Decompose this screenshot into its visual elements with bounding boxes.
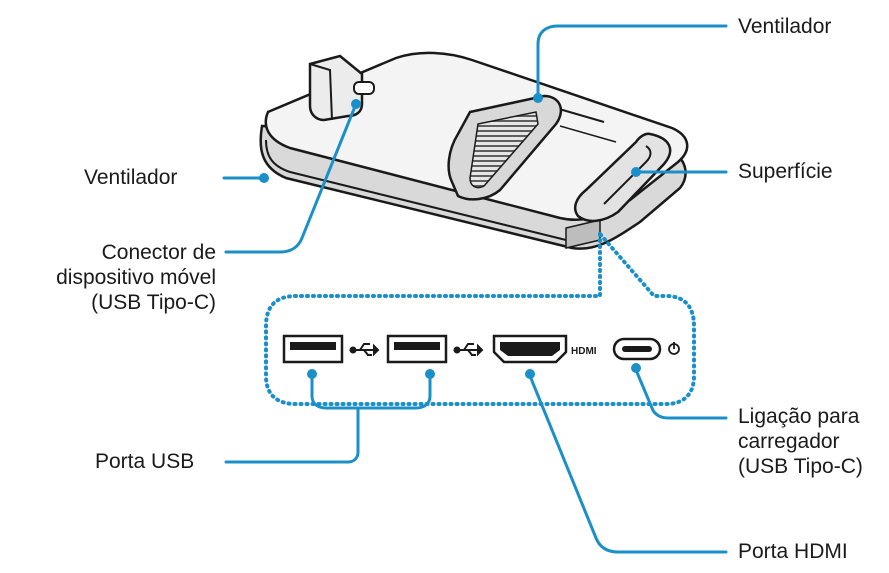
callout-dot-charger (631, 363, 641, 373)
label-charger-line1: Ligação para (738, 405, 860, 428)
callout-line-charger (634, 368, 728, 420)
zoom-bubble (264, 232, 696, 406)
surface-rest-outer (574, 132, 672, 223)
dock-device (259, 51, 689, 250)
hdmi-logo: HDMI (571, 346, 597, 357)
usb-port-1-tongue (290, 342, 336, 350)
label-surface: Superfície (738, 160, 833, 183)
power-icon (668, 342, 680, 355)
callout-line-mobile-connector (224, 102, 358, 254)
mobile-connector-plug (353, 81, 375, 95)
mobile-connector-front (309, 63, 333, 121)
label-fan-left: Ventilador (84, 166, 178, 189)
callout-dot-surface (631, 167, 641, 177)
usb-icon-2 (453, 343, 484, 357)
label-charger-line2: carregador (738, 430, 840, 453)
surface-rest-inner (603, 145, 652, 205)
label-fan-top: Ventilador (738, 15, 832, 38)
callout-dots (259, 93, 641, 379)
label-mobile-connector-line2: dispositivo móvel (56, 266, 216, 289)
label-usb-port: Porta USB (95, 450, 195, 473)
callout-dot-hdmi (525, 369, 535, 379)
label-mobile-connector-line3: (USB Tipo-C) (91, 291, 216, 314)
port-row: HDMI (282, 334, 680, 364)
label-mobile-connector: Conector de dispositivo móvel (USB Tipo-… (6, 240, 216, 315)
callout-line-hdmi (528, 374, 728, 554)
hdmi-port-inner (500, 342, 560, 356)
callout-line-fan-top (536, 24, 728, 100)
dock-front-lip (265, 139, 567, 241)
callout-dot-fan-left (259, 173, 269, 183)
callout-line-usb-main (224, 406, 360, 464)
surface-slot-line-2 (559, 125, 617, 143)
label-hdmi-port: Porta HDMI (738, 540, 848, 563)
callouts (222, 24, 728, 554)
usb-port-2-tongue (394, 342, 440, 350)
callout-dot-usb-a (307, 369, 317, 379)
label-charger: Ligação para carregador (USB Tipo-C) (738, 404, 863, 479)
callout-dot-fan-top (533, 93, 543, 103)
callout-line-usb-a (310, 374, 360, 410)
usb-icon (349, 343, 380, 357)
callout-dot-mobile-connector (351, 99, 361, 109)
callout-dot-usb-b (425, 369, 435, 379)
label-charger-line3: (USB Tipo-C) (738, 455, 863, 478)
fan-vent-grille (469, 111, 539, 189)
usb-c-charger-tongue (622, 346, 652, 352)
mobile-connector-block (308, 54, 364, 122)
label-mobile-connector-line1: Conector de (101, 241, 216, 264)
